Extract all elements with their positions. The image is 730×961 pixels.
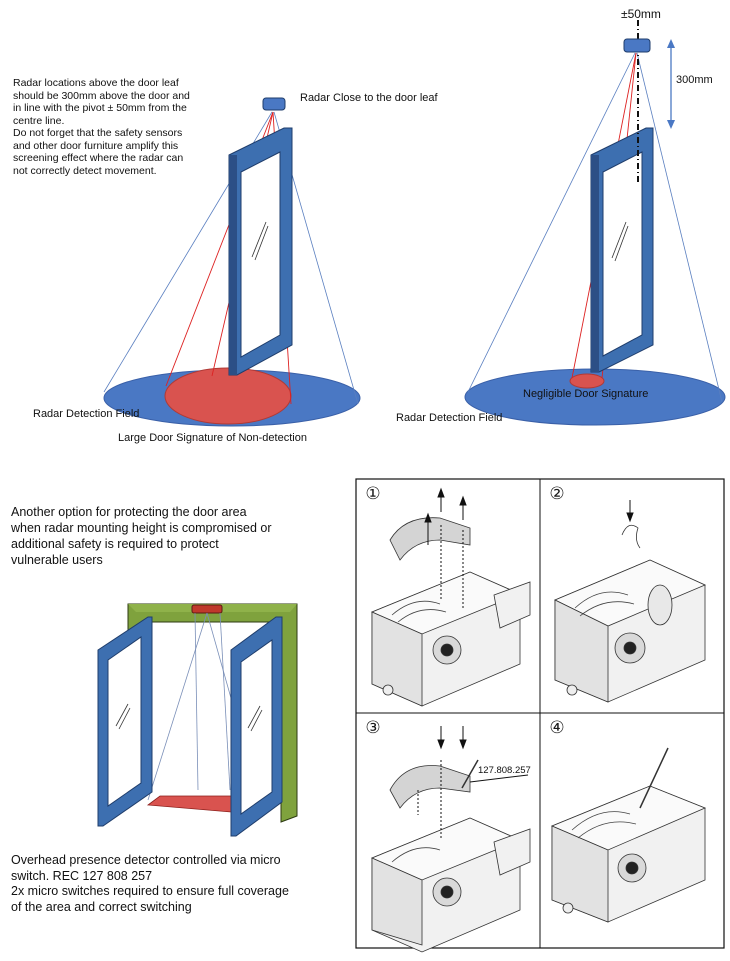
mechanism-drawing-3 xyxy=(370,759,531,953)
mechanism-drawing-4 xyxy=(550,747,707,923)
note-line: Do not forget that the safety sensors xyxy=(13,127,183,139)
detector-cone-d xyxy=(219,612,231,791)
radar-unit-right xyxy=(623,38,651,53)
cone-line-right-a xyxy=(467,52,636,393)
radar-close-label: Radar Close to the door leaf xyxy=(300,92,438,104)
door-leaf-open-left xyxy=(97,616,153,827)
option-line: vulnerable users xyxy=(11,553,103,567)
note-line: and other door furniture amplify this xyxy=(13,139,179,152)
arrow-panel-2 xyxy=(626,500,634,523)
option-line: additional safety is required to protect xyxy=(11,537,219,551)
overhead-line: Overhead presence detector controlled vi… xyxy=(11,853,281,867)
overhead-line: switch. REC 127 808 257 xyxy=(11,868,153,883)
note-line: in line with the pivot ± 50mm from the xyxy=(13,102,187,114)
part-number-label: 127.808.257 xyxy=(478,765,531,776)
large-signature-label: Large Door Signature of Non-detection xyxy=(118,432,307,444)
cone-line-right-b xyxy=(636,52,723,403)
option-line: when radar mounting height is compromise… xyxy=(11,521,272,535)
door-leaf-left xyxy=(228,127,293,376)
note-line: not correctly detect movement. xyxy=(13,164,157,177)
note-line: should be 300mm above the door and xyxy=(13,89,190,102)
overhead-line: 2x micro switches required to ensure ful… xyxy=(11,884,289,898)
radar-placement-note: Radar locations above the door leaf shou… xyxy=(13,77,190,177)
radar-unit-left xyxy=(262,97,286,111)
step-number-2: ② xyxy=(548,484,566,503)
overhead-presence-detector xyxy=(191,604,223,614)
arrows-panel-1 xyxy=(424,487,467,610)
note-line: screening effect where the radar can xyxy=(13,152,184,164)
overhead-detector-description: Overhead presence detector controlled vi… xyxy=(11,853,289,915)
option-line: Another option for protecting the door a… xyxy=(11,505,247,519)
overhead-line: of the area and correct switching xyxy=(11,899,192,914)
mechanism-drawing-2 xyxy=(554,524,706,703)
door-signature-negligible xyxy=(569,373,605,389)
step-number-3: ③ xyxy=(364,718,382,737)
mechanism-drawing-1 xyxy=(370,517,531,707)
detector-cone-c xyxy=(194,612,199,791)
arrows-panel-3 xyxy=(417,726,529,840)
negligible-signature-label: Negligible Door Signature xyxy=(523,388,649,400)
door-leaf-right xyxy=(590,127,654,373)
tolerance-label: ±50mm xyxy=(621,7,661,21)
dimension-arrow-300mm xyxy=(667,39,675,129)
note-line: Radar locations above the door leaf xyxy=(13,77,179,89)
field-label-left: Radar Detection Field xyxy=(33,408,140,420)
detector-cone-a xyxy=(147,612,208,801)
door-leaf-open-right xyxy=(230,616,283,837)
height-label: 300mm xyxy=(676,74,713,86)
field-label-right: Radar Detection Field xyxy=(396,412,503,424)
option-description: Another option for protecting the door a… xyxy=(11,504,272,568)
step-number-4: ④ xyxy=(548,718,566,737)
door-signature-large xyxy=(164,367,292,425)
note-line: centre line. xyxy=(13,114,65,127)
step-number-1: ① xyxy=(364,484,382,503)
